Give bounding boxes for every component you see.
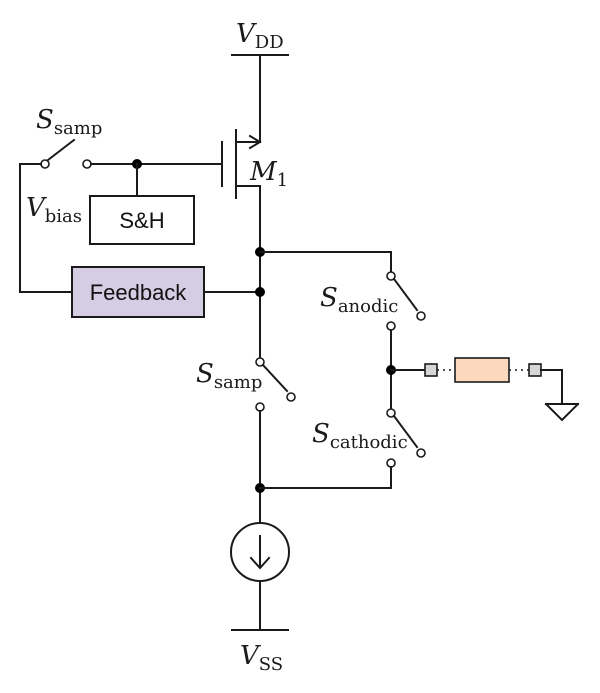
- switch-anodic-label: Sanodic: [320, 283, 398, 317]
- ground-icon: [544, 402, 580, 422]
- switch-samp-top: [40, 138, 92, 169]
- vdd-rail: [231, 54, 289, 95]
- switch-samp-top-label: Ssamp: [36, 105, 102, 139]
- m1-source-arrow-icon: [248, 134, 262, 150]
- feedback-block: Feedback: [71, 266, 205, 318]
- vss-label: VSS: [240, 641, 283, 675]
- sample-hold-block: S&H: [89, 195, 195, 245]
- vdd-label: VDD: [236, 19, 284, 53]
- switch-cathodic: [386, 408, 426, 468]
- switch-cathodic-label: Scathodic: [312, 419, 408, 453]
- tissue-load-resistor: [454, 357, 510, 383]
- electrode-load: [390, 357, 563, 405]
- electrode-right-icon: [528, 363, 542, 377]
- vbias-label: Vbias: [26, 193, 82, 227]
- node-feedback: [255, 287, 265, 297]
- switch-samp-mid-label: Ssamp: [196, 359, 262, 393]
- m1-label: M1: [249, 157, 288, 191]
- current-source-icon: [230, 522, 290, 582]
- sample-hold-label: S&H: [119, 208, 164, 233]
- vbias-wire: [19, 163, 73, 293]
- feedback-label: Feedback: [90, 280, 188, 305]
- transistor-m1: [221, 93, 262, 253]
- electrode-left-icon: [424, 363, 438, 377]
- anodic-top-wire: [259, 251, 392, 273]
- cathodic-bottom-wire: [259, 466, 392, 489]
